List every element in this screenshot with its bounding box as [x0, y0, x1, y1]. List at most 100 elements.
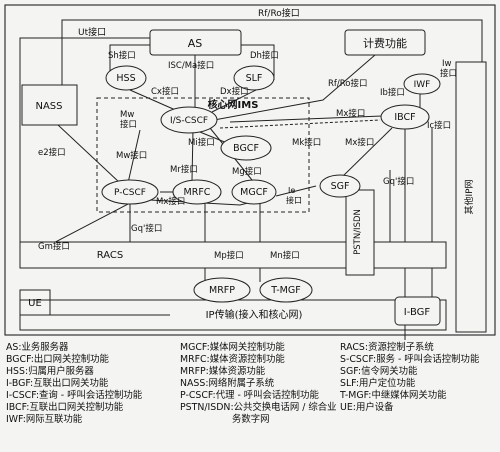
core-ims-region: [96, 97, 310, 213]
nass-label: NASS: [35, 101, 62, 112]
ims-architecture-diagram: AS 计费功能 NASS 核心网IMS RACS PSTN/ISDN UE IP…: [4, 4, 496, 340]
tmgf-label: T-MGF: [270, 285, 300, 296]
rf-ro-top-label: Rf/Ro接口: [258, 7, 300, 19]
legend-item: MRFC:媒体资源控制功能: [180, 354, 285, 365]
iwf-label: IWF: [414, 80, 431, 90]
mrfp-label: MRFP: [209, 285, 235, 296]
iw-label-2: 接口: [440, 68, 457, 79]
mw-b-line: [127, 129, 141, 184]
ue-label: UE: [28, 298, 42, 309]
gq-a-label: Gq'接口: [131, 223, 162, 234]
pcscf-node: [101, 179, 159, 205]
nass-box: [21, 84, 78, 126]
rf-ro-mid-label: Rf/Ro接口: [328, 78, 368, 89]
ib-label: Ib接口: [380, 87, 405, 98]
mk-label: Mk接口: [292, 137, 321, 148]
ibgf-box: [394, 296, 441, 326]
bgcf-node: [220, 135, 272, 161]
ip-transport-label: IP传输(接入和核心网): [206, 308, 303, 321]
legend-item: P-CSCF:代理 - 呼叫会话控制功能: [180, 390, 319, 401]
cx-label: Cx接口: [151, 86, 179, 97]
sgf-ibcf-line: [340, 127, 393, 179]
mw-a-label-2: 接口: [120, 119, 137, 130]
legend-item-continuation: 务数字网: [232, 414, 270, 425]
legend-item: IBCF:互联出口网关控制功能: [6, 402, 124, 413]
legend-item: MGCF:媒体网关控制功能: [180, 342, 285, 353]
pcscf-label: P-CSCF: [114, 188, 146, 198]
e2-label: e2接口: [38, 147, 66, 158]
mk-line: [219, 119, 381, 129]
gm-label: Gm接口: [38, 241, 70, 252]
mx-ibcf-line: [229, 115, 384, 123]
mgcf-node: [231, 179, 277, 205]
mw-b-label: Mw接口: [116, 150, 147, 161]
ie-label-2: 接口: [286, 195, 302, 205]
ie-label: Ie: [288, 186, 295, 195]
mr-line: [191, 129, 194, 181]
mx-a-label: Mx接口: [336, 108, 365, 119]
iscscf-node: [160, 106, 218, 134]
isc-ma-label: ISC/Ma接口: [168, 60, 214, 71]
ibcf-label: IBCF: [394, 112, 415, 123]
as-label: AS: [188, 37, 203, 50]
dx-label: Dx接口: [220, 86, 249, 97]
billing-box: [344, 29, 426, 56]
dh-label: Dh接口: [250, 50, 279, 61]
legend-item: SLF:用户定位功能: [340, 378, 416, 389]
legend-item: IWF:网际互联功能: [6, 414, 83, 425]
legend-item: S-CSCF:服务 - 呼叫会话控制功能: [340, 354, 480, 365]
mrfc-node: [172, 179, 222, 205]
ut-line: [19, 37, 150, 263]
ic-label: Ic接口: [427, 120, 451, 131]
legend-item: HSS:归属用户服务器: [6, 366, 94, 377]
outer-frame: [4, 4, 496, 336]
mx-b-label: Mx接口: [345, 137, 374, 148]
ibgf-label: I-BGF: [404, 307, 431, 318]
iscscf-label: I/S-CSCF: [170, 116, 208, 126]
mi-label: Mi接口: [188, 137, 215, 148]
mrfc-label: MRFC: [184, 187, 211, 198]
mx-c-label: Mx接口: [156, 196, 185, 207]
hss-label: HSS: [116, 73, 135, 84]
legend-item: RACS:资源控制子系统: [340, 342, 434, 353]
slf-node: [233, 65, 275, 91]
as-box: [149, 29, 242, 56]
ut-label: Ut接口: [78, 26, 106, 38]
racs-label: RACS: [97, 250, 124, 261]
dh-line: [241, 44, 275, 80]
iwf-node: [403, 73, 441, 95]
legend-item: NASS:网络附属子系统: [180, 378, 275, 389]
legend-item: I-BGF:互联出口网关功能: [6, 378, 109, 389]
legend-item: BGCF:出口网关控制功能: [6, 354, 109, 365]
sgf-node: [319, 174, 361, 198]
iw-label: Iw: [442, 59, 452, 69]
bgcf-label: BGCF: [233, 143, 259, 154]
legend-item: I-CSCF:查询 - 呼叫会话控制功能: [6, 390, 143, 401]
mp-label: Mp接口: [214, 250, 244, 261]
legend-item: UE:用户设备: [340, 402, 394, 413]
other-ip-box: [455, 61, 487, 333]
sh-line: [109, 44, 150, 80]
mrfp-node: [193, 277, 251, 303]
slf-label: SLF: [246, 73, 263, 84]
mr-label: Mr接口: [170, 164, 198, 175]
racs-box: [19, 241, 447, 269]
pstn-label: PSTN/ISDN: [353, 209, 363, 255]
core-ims-label: 核心网IMS: [208, 98, 259, 111]
gq-b-label: Gq'接口: [383, 176, 414, 187]
dx-line: [211, 89, 257, 113]
legend-item: T-MGF:中继媒体网关功能: [340, 390, 447, 401]
mgcf-sgf-line: [275, 185, 317, 197]
tmgf-node: [259, 277, 313, 303]
legend-item: AS:业务服务器: [6, 342, 69, 353]
other-ip-label: 其他IP网: [463, 179, 475, 214]
mg-label: Mg接口: [232, 166, 262, 177]
mw-a-label: Mw: [120, 110, 134, 120]
rf-ro-line: [61, 19, 483, 85]
cx-line: [129, 89, 181, 113]
sh-label: Sh接口: [108, 50, 136, 61]
abbreviation-legend: AS:业务服务器 BGCF:出口网关控制功能 HSS:归属用户服务器 I-BGF…: [0, 338, 500, 452]
legend-item: MRFP:媒体资源功能: [180, 366, 266, 377]
legend-item: PSTN/ISDN:公共交换电话网 / 综合业: [180, 402, 337, 413]
